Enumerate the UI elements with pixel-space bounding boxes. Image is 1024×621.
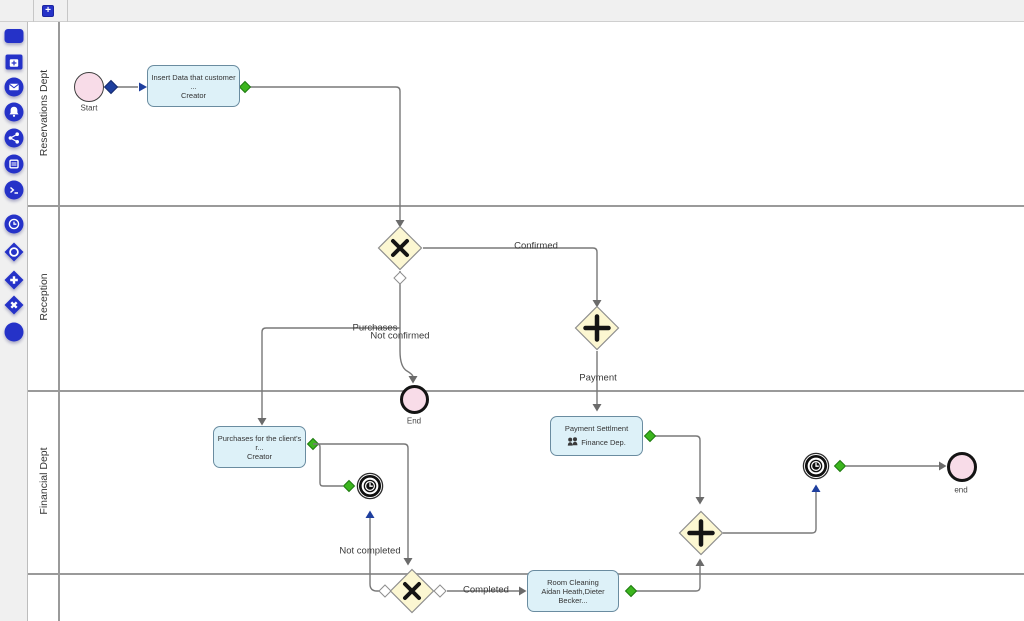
flow-label-completed[interactable]: Completed	[463, 584, 509, 596]
task-assignee: Creator	[180, 91, 206, 100]
group-icon	[567, 437, 579, 448]
inclusive-gateway-tool-icon[interactable]	[3, 241, 25, 263]
broadcast-event-tool-icon[interactable]	[3, 127, 25, 149]
script-event-tool-icon[interactable]	[3, 179, 25, 201]
lane-boundary[interactable]	[28, 573, 1024, 575]
end-event-final[interactable]	[947, 452, 977, 482]
task-title: Purchases for the client's r...	[217, 434, 302, 452]
exclusive-gateway-1[interactable]	[377, 225, 423, 271]
flow-payment[interactable]	[592, 351, 602, 412]
flow-parallel-to-timer[interactable]	[723, 484, 821, 534]
message-event-tool-icon[interactable]	[3, 76, 25, 98]
clock-icon	[365, 481, 376, 492]
flow-label-payment[interactable]: Payment	[579, 372, 617, 384]
bell-event-tool-icon[interactable]	[3, 101, 25, 123]
flow-completed[interactable]	[433, 584, 527, 598]
timer-event-tool-icon[interactable]	[3, 213, 25, 235]
tab-separator	[67, 0, 68, 22]
storage-event-tool-icon[interactable]	[3, 153, 25, 175]
task-assignee: Finance Dep.	[581, 438, 626, 447]
end-event-label[interactable]: End	[406, 416, 422, 426]
x-gateway-marker	[391, 239, 409, 257]
task-assignee: Aidan Heath,Dieter Becker...	[541, 587, 605, 605]
end-final-label[interactable]: end	[954, 485, 968, 495]
task-payment-settlement[interactable]: Payment Settlment Finance Dep.	[550, 416, 643, 456]
tab-separator	[33, 0, 34, 22]
timer-event-2[interactable]	[802, 452, 830, 480]
task-assignee: Creator	[246, 452, 272, 461]
task-title: Payment Settlment	[564, 424, 629, 433]
tool-palette	[0, 22, 28, 621]
task-title: Room Cleaning	[547, 578, 599, 587]
flow-confirmed[interactable]	[423, 247, 602, 308]
plus-gateway-marker	[687, 519, 715, 547]
lane-header-divider	[58, 22, 60, 621]
flow-timer-to-end[interactable]	[833, 459, 947, 473]
start-event[interactable]	[74, 72, 104, 102]
task-title: Insert Data that customer ...	[151, 73, 236, 91]
tab-bar: +	[0, 0, 1024, 22]
flow-purchases-to-timer[interactable]	[313, 443, 356, 493]
flow-purchases[interactable]	[257, 327, 401, 426]
start-event-label[interactable]: Start	[80, 103, 98, 113]
flow-label-not-confirmed[interactable]: Not confirmed	[370, 330, 430, 342]
subprocess-tool-icon[interactable]	[3, 51, 25, 73]
flow-label-purchases[interactable]: Purchases	[352, 322, 398, 334]
parallel-gateway-1[interactable]	[574, 305, 620, 351]
flow-roomcleaning-to-parallel[interactable]	[624, 558, 705, 598]
flow-settlement-to-parallel[interactable]	[643, 429, 705, 505]
task-tool-icon[interactable]	[3, 25, 25, 47]
new-tab-button[interactable]: +	[42, 5, 54, 17]
end-event-not-confirmed[interactable]	[400, 385, 429, 414]
flow-not-confirmed[interactable]	[393, 271, 418, 384]
timer-event-1[interactable]	[356, 472, 384, 500]
parallel-gateway-2[interactable]	[678, 510, 724, 556]
flow-insert-to-xgateway[interactable]	[238, 80, 405, 228]
end-event-tool-icon[interactable]	[3, 321, 25, 343]
parallel-gateway-tool-icon[interactable]	[3, 269, 25, 291]
task-room-cleaning[interactable]: Room Cleaning Aidan Heath,Dieter Becker.…	[527, 570, 619, 612]
clock-icon	[811, 461, 822, 472]
exclusive-gateway-2[interactable]	[389, 568, 435, 614]
flow-label-confirmed[interactable]: Confirmed	[514, 240, 558, 252]
flow-not-completed[interactable]	[365, 510, 392, 598]
task-purchases[interactable]: Purchases for the client's r... Creator	[213, 426, 306, 468]
plus-gateway-marker	[583, 314, 611, 342]
x-gateway-marker	[403, 582, 421, 600]
flow-label-not-completed[interactable]: Not completed	[339, 545, 401, 557]
exclusive-gateway-tool-icon[interactable]	[3, 294, 25, 316]
flow-start-to-insert[interactable]	[103, 79, 148, 95]
lane-boundary[interactable]	[28, 390, 1024, 392]
lane-boundary[interactable]	[28, 205, 1024, 207]
task-insert-data[interactable]: Insert Data that customer ... Creator	[147, 65, 240, 107]
